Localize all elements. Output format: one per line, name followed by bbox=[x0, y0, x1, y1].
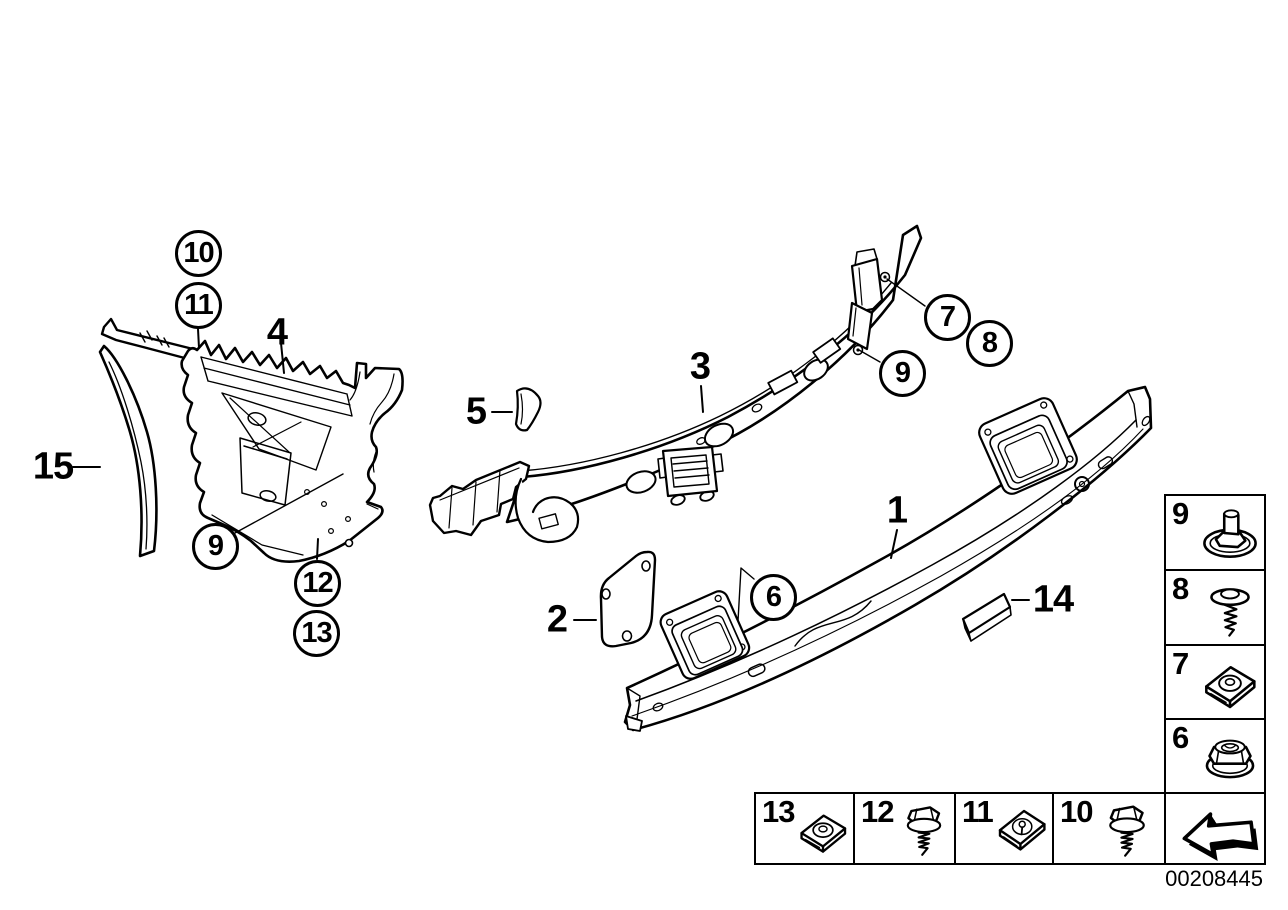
callout-circle-6[interactable]: 6 bbox=[750, 574, 797, 621]
callout-circle-9-right[interactable]: 9 bbox=[879, 350, 926, 397]
legend-cell-7[interactable]: 7 bbox=[1164, 644, 1266, 720]
callout-circle-13[interactable]: 13 bbox=[293, 610, 340, 657]
hex-screw-icon bbox=[906, 805, 942, 856]
legend-arrow-box[interactable] bbox=[1164, 792, 1266, 865]
pad-14-drawing bbox=[961, 592, 1012, 642]
leader-lines bbox=[72, 278, 1030, 622]
side-bracket-drawing bbox=[100, 317, 404, 563]
grommet-nut-icon bbox=[1203, 508, 1257, 558]
cover-5-drawing bbox=[514, 387, 542, 432]
direction-arrow-icon bbox=[1182, 811, 1261, 861]
legend-number-10: 10 bbox=[1060, 794, 1093, 829]
clip-nut-icon bbox=[1205, 666, 1256, 709]
legend-number-11: 11 bbox=[962, 794, 994, 829]
legend-number-12: 12 bbox=[861, 794, 894, 829]
callout-circle-11[interactable]: 11 bbox=[175, 282, 222, 329]
legend-number-9: 9 bbox=[1172, 496, 1189, 531]
diagram-number: 00208445 bbox=[1165, 866, 1263, 891]
hex-screw-icon bbox=[1109, 804, 1145, 857]
callout-circle-9-left[interactable]: 9 bbox=[192, 523, 239, 570]
callout-label-14[interactable]: 14 bbox=[1032, 578, 1074, 621]
legend-cell-13[interactable]: 13 bbox=[754, 792, 855, 865]
callout-circle-7[interactable]: 7 bbox=[924, 294, 971, 341]
callout-circle-8[interactable]: 8 bbox=[966, 320, 1013, 367]
legend-cell-11[interactable]: 11 bbox=[954, 792, 1054, 865]
callout-label-2[interactable]: 2 bbox=[546, 598, 568, 641]
flange-nut-icon bbox=[1205, 739, 1255, 779]
callout-label-1[interactable]: 1 bbox=[886, 489, 908, 532]
clip-nut-icon bbox=[800, 813, 847, 853]
trim-strip-15-drawing bbox=[98, 344, 158, 558]
legend-cell-9[interactable]: 9 bbox=[1164, 494, 1266, 571]
callout-label-4[interactable]: 4 bbox=[266, 311, 288, 354]
legend-number-8: 8 bbox=[1172, 571, 1189, 606]
callout-label-5[interactable]: 5 bbox=[465, 390, 487, 433]
carrier-3-drawing bbox=[428, 224, 923, 544]
callout-label-3[interactable]: 3 bbox=[689, 345, 711, 388]
legend-cell-8[interactable]: 8 bbox=[1164, 569, 1266, 646]
legend-cell-6[interactable]: 6 bbox=[1164, 718, 1266, 794]
keyhole-clip-icon bbox=[998, 809, 1046, 851]
legend-number-7: 7 bbox=[1172, 646, 1189, 681]
callout-circle-10[interactable]: 10 bbox=[175, 230, 222, 277]
bumper-carrier-1-drawing bbox=[623, 385, 1153, 732]
legend-cell-12[interactable]: 12 bbox=[853, 792, 956, 865]
legend-cell-10[interactable]: 10 bbox=[1052, 792, 1166, 865]
legend-number-6: 6 bbox=[1172, 720, 1189, 755]
washer-screw-icon bbox=[1210, 587, 1250, 637]
plate-2-drawing bbox=[599, 550, 657, 648]
legend-number-13: 13 bbox=[762, 794, 795, 829]
callout-circle-12[interactable]: 12 bbox=[294, 560, 341, 607]
callout-label-15[interactable]: 15 bbox=[32, 445, 74, 488]
